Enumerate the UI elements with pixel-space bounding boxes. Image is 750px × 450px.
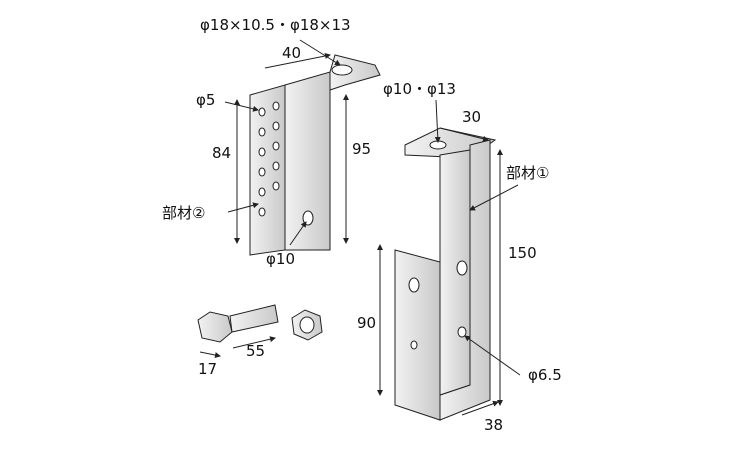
- part2-label: 部材②: [162, 204, 206, 222]
- height-95-label: 95: [352, 140, 372, 158]
- height-150-label: 150: [508, 244, 537, 262]
- lower-plate: [394, 249, 441, 421]
- height-84-label: 84: [212, 144, 232, 162]
- width-30-label: 30: [462, 108, 482, 126]
- hole-10-13-label: φ10・φ13: [383, 80, 456, 98]
- hole-5-label: φ5: [196, 91, 216, 109]
- part2-side-plate: [249, 84, 286, 256]
- width-40-label: 40: [282, 44, 302, 62]
- bolt-length-label: 55: [246, 342, 266, 360]
- bolt-head-label: 17: [198, 360, 218, 378]
- depth-38-label: 38: [484, 416, 504, 434]
- hole-6-5-label: φ6.5: [528, 366, 562, 384]
- height-90-label: 90: [357, 314, 377, 332]
- slot-size-label: φ18×10.5・φ18×13: [200, 16, 351, 34]
- bolt-head: [197, 311, 233, 343]
- bolt-shank: [229, 304, 279, 333]
- hole-10-label: φ10: [266, 250, 295, 268]
- part1-label: 部材①: [506, 164, 550, 182]
- part2-front-plate: [284, 71, 331, 251]
- part2-top-tab: [329, 54, 381, 91]
